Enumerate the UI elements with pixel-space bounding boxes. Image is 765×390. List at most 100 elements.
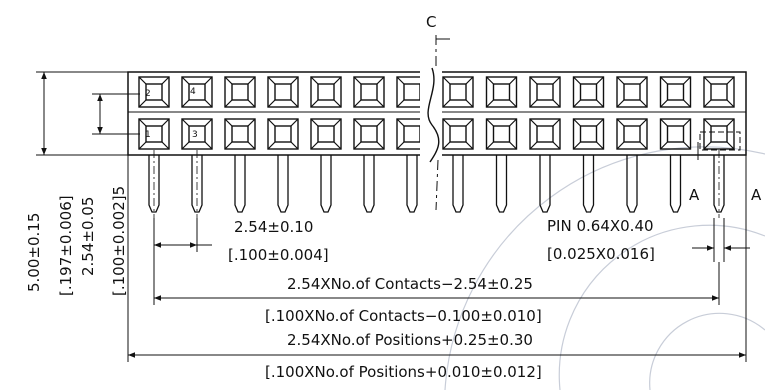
- cell-bevel: [660, 99, 668, 108]
- cell-bevel: [138, 141, 147, 150]
- cell-bevel: [465, 76, 474, 85]
- cell-bevel: [161, 141, 170, 150]
- cell-bevel: [726, 141, 735, 150]
- cell-bevel: [660, 76, 668, 85]
- cell-outer: [353, 118, 385, 150]
- cell-outer: [310, 76, 342, 108]
- cell-bevel: [396, 118, 405, 127]
- cell-bevel: [181, 76, 190, 85]
- cell-outer: [572, 118, 605, 150]
- cell-bevel: [486, 99, 494, 108]
- contact-cell: [181, 118, 213, 150]
- cell-outer: [442, 76, 474, 108]
- row-pitch-value-inch: [.100±0.002]5: [110, 186, 128, 296]
- pin: [406, 155, 418, 213]
- cell-inner: [449, 83, 467, 101]
- contacts-span: 2.54XNo.of Contacts−2.54±0.25: [287, 275, 533, 293]
- cell-outer: [353, 76, 385, 108]
- cell-inner: [536, 125, 554, 143]
- cell-bevel: [376, 99, 385, 108]
- cell-bevel: [552, 76, 561, 85]
- pin: [539, 155, 551, 213]
- contact-cell: [616, 76, 648, 108]
- pitch-value-inch: [.100±0.004]: [228, 246, 329, 264]
- cell-outer: [529, 118, 561, 150]
- cell-inner: [403, 83, 421, 101]
- contact-cell: [267, 76, 299, 108]
- cell-bevel: [639, 141, 648, 150]
- cell-outer: [659, 76, 692, 108]
- cell-bevel: [204, 141, 213, 150]
- cell-inner: [317, 125, 335, 143]
- cell-bevel: [703, 99, 712, 108]
- contact-cell: [138, 118, 170, 150]
- contacts-span-inch: [.100XNo.of Contacts−0.100±0.010]: [265, 307, 542, 325]
- cell-bevel: [726, 76, 735, 85]
- pin: [363, 155, 375, 213]
- cell-outer: [442, 118, 474, 150]
- cell-bevel: [290, 118, 299, 127]
- cell-bevel: [465, 118, 474, 127]
- cell-bevel: [509, 99, 517, 108]
- contact-cell: [267, 118, 299, 150]
- contact-cell: [310, 76, 342, 108]
- cell-bevel: [616, 118, 625, 127]
- cell-outer: [181, 76, 213, 108]
- cell-inner: [623, 83, 641, 101]
- cell-inner: [360, 125, 378, 143]
- cell-inner: [231, 83, 249, 101]
- cell-inner: [145, 125, 163, 143]
- cell-inner: [710, 125, 728, 143]
- cell-bevel: [639, 99, 648, 108]
- cell-bevel: [683, 118, 691, 127]
- cell-bevel: [333, 76, 342, 85]
- cell-outer: [703, 76, 735, 108]
- cell-bevel: [290, 76, 299, 85]
- section-marker: [697, 131, 747, 160]
- positions-span-dimension: [127, 155, 747, 362]
- contact-cell: [703, 118, 735, 150]
- cell-bevel: [573, 141, 581, 150]
- cell-inner: [492, 83, 511, 101]
- cell-bevel: [376, 76, 385, 85]
- cell-bevel: [509, 118, 517, 127]
- cell-inner: [274, 125, 292, 143]
- cell-bevel: [376, 118, 385, 127]
- cell-bevel: [596, 118, 604, 127]
- pin-number-2: 2: [145, 89, 151, 99]
- cell-bevel: [442, 76, 451, 85]
- cell-bevel: [529, 76, 538, 85]
- pin: [582, 155, 595, 213]
- contact-cell: [353, 118, 385, 150]
- cell-bevel: [573, 76, 581, 85]
- cell-bevel: [181, 118, 190, 127]
- contact-cell: [529, 76, 561, 108]
- cell-bevel: [267, 118, 276, 127]
- watermark: [444, 146, 765, 390]
- cell-outer: [703, 118, 735, 150]
- cell-bevel: [596, 76, 604, 85]
- cell-bevel: [224, 118, 233, 127]
- pin: [713, 155, 725, 213]
- cell-bevel: [138, 118, 147, 127]
- cell-bevel: [290, 99, 299, 108]
- cell-inner: [579, 125, 598, 143]
- cell-bevel: [726, 118, 735, 127]
- contact-cell: [310, 118, 342, 150]
- cell-outer: [267, 118, 299, 150]
- cell-bevel: [224, 99, 233, 108]
- cell-inner: [536, 83, 554, 101]
- cell-bevel: [616, 99, 625, 108]
- positions-span-inch: [.100XNo.of Positions+0.010±0.012]: [265, 363, 542, 381]
- cell-inner: [623, 125, 641, 143]
- pin-size-dimension: [692, 218, 750, 262]
- contact-cell: [659, 118, 692, 150]
- cell-outer: [572, 76, 605, 108]
- cell-bevel: [442, 99, 451, 108]
- cell-bevel: [552, 141, 561, 150]
- cell-bevel: [529, 141, 538, 150]
- cell-bevel: [683, 99, 691, 108]
- cell-outer: [529, 76, 561, 108]
- cell-bevel: [204, 76, 213, 85]
